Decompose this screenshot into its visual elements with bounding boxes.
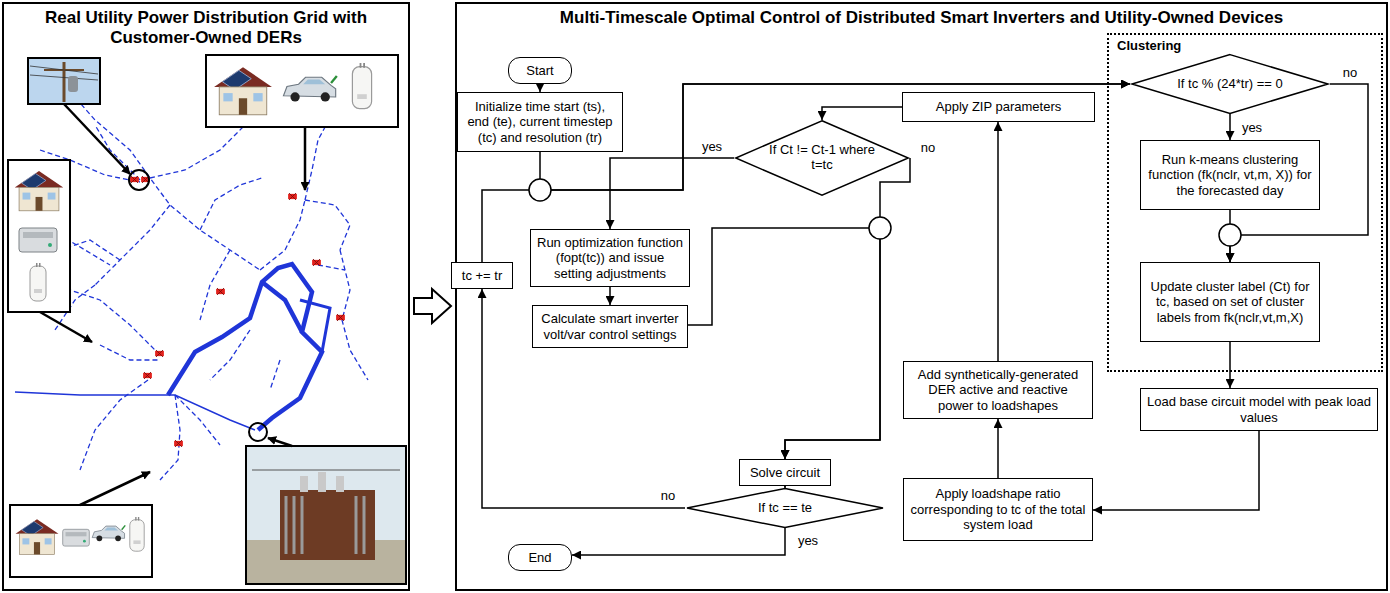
node-text: Apply loadshape ratio corresponding to t… xyxy=(909,486,1087,533)
process-box: Run optimization function (fopt(tc)) and… xyxy=(530,229,690,287)
flow-connector xyxy=(609,287,611,305)
process-box: Calculate smart inverter volt/var contro… xyxy=(532,305,688,348)
edge-label: no xyxy=(659,489,677,503)
flow-connector xyxy=(539,84,541,92)
callout-home-b xyxy=(206,55,398,190)
node-text: If tc % (24*tr) == 0 xyxy=(1177,77,1283,92)
node-text: Clustering xyxy=(1109,35,1381,57)
flow-connector xyxy=(1229,342,1231,388)
node-text: Multi-Timescale Optimal Control of Distr… xyxy=(457,4,1386,28)
flow-connector xyxy=(997,122,999,361)
node-text: Real Utility Power Distribution Grid wit… xyxy=(4,4,408,49)
edge-label: yes xyxy=(796,534,820,548)
node-text: Run optimization function (fopt(tc)) and… xyxy=(536,235,684,282)
callout-home-c xyxy=(8,160,92,342)
node-text: Run k-means clustering function (fk(nclr… xyxy=(1146,152,1314,199)
diamond-shape xyxy=(736,121,908,195)
flow-connector xyxy=(482,289,685,508)
terminal: Start xyxy=(508,57,572,84)
process-box: Apply loadshape ratio corresponding to t… xyxy=(903,478,1093,541)
process-box: Solve circuit xyxy=(739,459,831,486)
process-box: Update cluster label (Ct) for tc, based … xyxy=(1140,262,1320,342)
decision-diamond: If tc % (24*tr) == 0 xyxy=(1130,54,1330,114)
feeder-lines xyxy=(30,80,368,480)
node-text: tc += tr xyxy=(462,268,502,284)
junction-circle xyxy=(869,217,891,239)
node-text: Add synthetically-generated DER active a… xyxy=(909,367,1087,414)
flow-connector xyxy=(1093,431,1259,510)
flow-connector xyxy=(688,228,880,459)
process-box: Initialize time start (ts), end (te), cu… xyxy=(457,92,623,152)
callout-home-d xyxy=(10,472,152,577)
cluster-group: Clustering If tc % (24*tr) == 0 Run k-mean… xyxy=(1107,33,1383,372)
node-text: Update cluster label (Ct) for tc, based … xyxy=(1146,279,1314,326)
flow-connector xyxy=(1229,114,1231,140)
decision-diamond: If tc == te xyxy=(685,488,885,528)
process-box: Apply ZIP parameters xyxy=(902,92,1095,122)
process-box: tc += tr xyxy=(451,262,513,289)
node-text: Calculate smart inverter volt/var contro… xyxy=(538,311,682,342)
node-text: Initialize time start (ts), end (te), cu… xyxy=(463,99,617,146)
switch-symbols xyxy=(130,176,345,447)
diamond-shape xyxy=(1132,55,1328,114)
flow-connector xyxy=(997,419,999,478)
flow-connector xyxy=(572,528,785,555)
process-box: Run k-means clustering function (fk(nclr… xyxy=(1140,140,1320,210)
diamond-shape xyxy=(687,488,883,527)
callout-substation xyxy=(246,423,406,584)
node-text: If Ct != Ct-1 where t=tc xyxy=(768,143,877,173)
panel: Real Utility Power Distribution Grid wit… xyxy=(2,2,410,591)
panel: Multi-Timescale Optimal Control of Distr… xyxy=(455,2,1388,591)
edge-label: yes xyxy=(1240,121,1264,135)
node-text: Start xyxy=(526,63,553,79)
junction-circle xyxy=(1219,224,1241,246)
decision-diamond: If Ct != Ct-1 where t=tc xyxy=(734,120,910,196)
node-text: Load base circuit model with peak load v… xyxy=(1146,394,1372,425)
node-text: Apply ZIP parameters xyxy=(936,99,1061,115)
process-box: Load base circuit model with peak load v… xyxy=(1140,388,1378,431)
process-box: Add synthetically-generated DER active a… xyxy=(903,361,1093,419)
node-text: End xyxy=(528,550,551,566)
node-text: Solve circuit xyxy=(750,465,820,481)
hollow-arrow xyxy=(414,289,451,323)
flow-connector xyxy=(610,158,734,229)
flow-connector xyxy=(822,107,902,120)
edge-label: no xyxy=(1341,66,1359,80)
edge-label: no xyxy=(919,141,937,155)
edge-label: yes xyxy=(700,140,724,154)
terminal: End xyxy=(508,544,572,571)
flow-connector xyxy=(785,158,910,459)
node-text: If tc == te xyxy=(758,501,812,516)
junction-circle xyxy=(529,179,551,201)
